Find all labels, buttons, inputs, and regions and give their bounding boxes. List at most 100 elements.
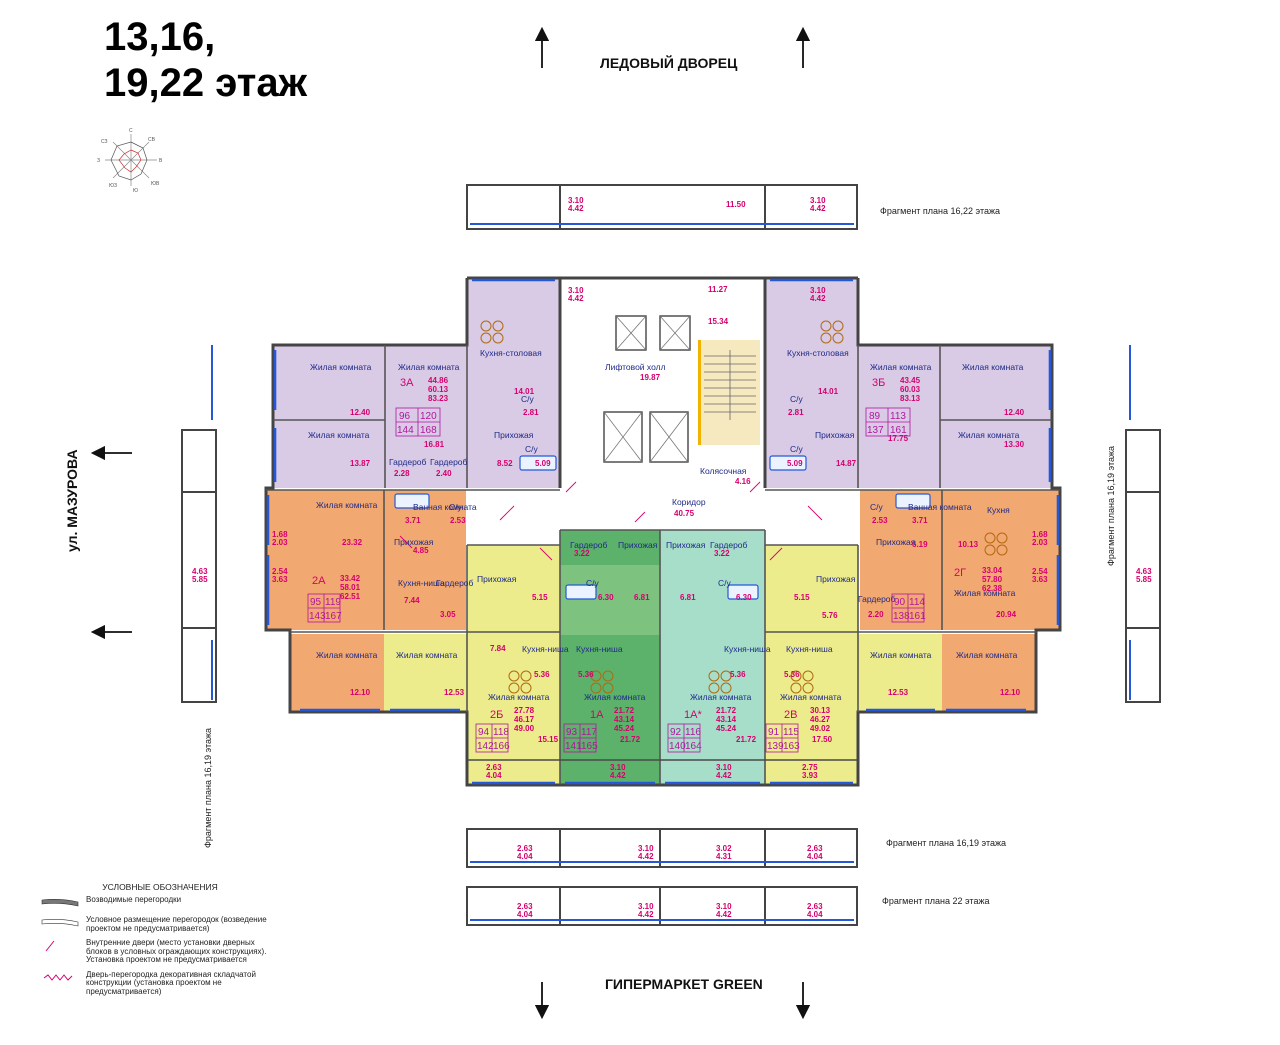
svg-text:С/у: С/у: [790, 394, 804, 404]
svg-text:2.54: 2.54: [1032, 567, 1048, 576]
svg-text:16.81: 16.81: [424, 440, 445, 449]
svg-text:4.04: 4.04: [517, 910, 533, 919]
svg-text:3.10: 3.10: [638, 844, 654, 853]
svg-text:Жилая комната: Жилая комната: [396, 650, 458, 660]
svg-text:С/у: С/у: [790, 444, 804, 454]
svg-text:93: 93: [566, 727, 578, 738]
svg-text:2.63: 2.63: [517, 844, 533, 853]
svg-text:Гардероб: Гардероб: [430, 457, 468, 467]
svg-text:3А: 3А: [400, 377, 414, 389]
svg-text:166: 166: [493, 741, 510, 752]
partition-symbol-icon: [41, 919, 79, 927]
svg-text:5.15: 5.15: [532, 593, 548, 602]
svg-text:164: 164: [685, 741, 702, 752]
svg-text:91: 91: [768, 727, 780, 738]
svg-text:12.53: 12.53: [888, 688, 909, 697]
svg-text:1.68: 1.68: [272, 530, 288, 539]
svg-text:3.93: 3.93: [802, 771, 818, 780]
apt-2a-fill: [266, 490, 384, 630]
compass-e: В: [159, 158, 163, 164]
svg-text:15.34: 15.34: [708, 317, 729, 326]
svg-text:4.63: 4.63: [1136, 567, 1152, 576]
room-labels: Жилая комната Жилая комната Жилая комнат…: [308, 348, 1024, 702]
svg-text:43.14: 43.14: [716, 715, 737, 724]
svg-text:40.75: 40.75: [674, 509, 695, 518]
legend-item: Возводимые перегородки: [40, 895, 280, 910]
svg-text:Жилая комната: Жилая комната: [310, 362, 372, 372]
svg-text:4.63: 4.63: [192, 567, 208, 576]
svg-text:5.85: 5.85: [192, 575, 208, 584]
svg-text:3Б: 3Б: [872, 377, 885, 389]
svg-text:Кухня-ниша: Кухня-ниша: [398, 578, 445, 588]
svg-text:5.09: 5.09: [535, 459, 551, 468]
fragment-bottom1: 2.634.04 3.104.42 3.024.31 2.634.04: [466, 828, 858, 868]
svg-text:Жилая комната: Жилая комната: [956, 650, 1018, 660]
svg-text:114: 114: [909, 597, 925, 608]
svg-text:13.87: 13.87: [350, 459, 371, 468]
svg-text:6.30: 6.30: [598, 593, 614, 602]
svg-text:3.05: 3.05: [440, 610, 456, 619]
folding-door-symbol-icon: [43, 973, 73, 981]
svg-text:3.22: 3.22: [714, 549, 730, 558]
svg-text:2.20: 2.20: [868, 610, 884, 619]
svg-text:С/у: С/у: [521, 394, 535, 404]
apt-1a-star-label: 1А* 21.72 43.14 45.24 92 116 140 164: [667, 706, 737, 753]
svg-text:167: 167: [325, 611, 342, 622]
svg-text:2.63: 2.63: [486, 763, 502, 772]
svg-text:5.36: 5.36: [784, 670, 800, 679]
svg-text:8.52: 8.52: [497, 459, 513, 468]
svg-text:Кухня-ниша: Кухня-ниша: [522, 644, 569, 654]
svg-text:89: 89: [869, 411, 881, 422]
svg-text:С/у: С/у: [449, 502, 463, 512]
svg-text:4.42: 4.42: [810, 294, 826, 303]
svg-text:33.42: 33.42: [340, 574, 361, 583]
fragment-note-bottom1: Фрагмент плана 16,19 этажа: [886, 838, 1006, 848]
svg-text:Жилая комната: Жилая комната: [958, 430, 1020, 440]
fragment-bottom2: 2.634.04 3.104.42 3.104.42 2.634.04: [466, 886, 858, 926]
apt-1a-label: 1А 21.72 43.14 45.24 93 117 141 165: [563, 706, 635, 753]
svg-text:С/у: С/у: [718, 578, 732, 588]
svg-text:43.14: 43.14: [614, 715, 635, 724]
svg-text:Гардероб: Гардероб: [570, 540, 608, 550]
svg-text:7.44: 7.44: [404, 596, 420, 605]
svg-text:4.04: 4.04: [517, 852, 533, 861]
svg-text:Кухня-столовая: Кухня-столовая: [480, 348, 542, 358]
svg-text:57.80: 57.80: [982, 575, 1003, 584]
fragment-note-top: Фрагмент плана 16,22 этажа: [880, 206, 1000, 216]
apt-3a-fill: [467, 278, 560, 488]
svg-text:83.23: 83.23: [428, 394, 449, 403]
floor-title: 13,16, 19,22 этаж: [104, 14, 307, 106]
room-areas: 12.40 13.87 16.81 14.01 2.81 5.09 8.52 2…: [272, 285, 1048, 780]
svg-text:17.75: 17.75: [888, 434, 909, 443]
svg-text:Гардероб: Гардероб: [858, 594, 896, 604]
svg-text:2.63: 2.63: [807, 902, 823, 911]
svg-text:2.40: 2.40: [436, 469, 452, 478]
apt-2b-fill: [467, 545, 560, 785]
svg-text:163: 163: [783, 741, 800, 752]
svg-text:4.42: 4.42: [568, 204, 584, 213]
svg-text:4.04: 4.04: [807, 852, 823, 861]
svg-text:143: 143: [309, 611, 326, 622]
svg-text:44.86: 44.86: [428, 376, 449, 385]
svg-text:2.54: 2.54: [272, 567, 288, 576]
svg-text:С/у: С/у: [870, 502, 884, 512]
svg-text:Гардероб: Гардероб: [436, 578, 474, 588]
fragment-right: 4.635.85: [1125, 345, 1161, 703]
svg-text:139: 139: [767, 741, 784, 752]
fragment-left: 4.635.85: [181, 345, 217, 703]
svg-text:14.01: 14.01: [514, 387, 535, 396]
svg-text:Жилая комната: Жилая комната: [870, 362, 932, 372]
svg-text:17.50: 17.50: [812, 735, 833, 744]
svg-text:165: 165: [581, 741, 598, 752]
svg-text:12.53: 12.53: [444, 688, 465, 697]
compass-rose: С СВ В ЮВ Ю ЮЗ З СЗ: [97, 128, 163, 194]
svg-text:2.53: 2.53: [450, 516, 466, 525]
svg-text:6.30: 6.30: [736, 593, 752, 602]
svg-text:116: 116: [685, 727, 701, 738]
svg-text:4.42: 4.42: [810, 204, 826, 213]
svg-text:46.17: 46.17: [514, 715, 535, 724]
svg-text:113: 113: [890, 411, 906, 422]
svg-text:3.10: 3.10: [638, 902, 654, 911]
svg-text:Жилая комната: Жилая комната: [488, 692, 550, 702]
svg-text:119: 119: [325, 597, 341, 608]
